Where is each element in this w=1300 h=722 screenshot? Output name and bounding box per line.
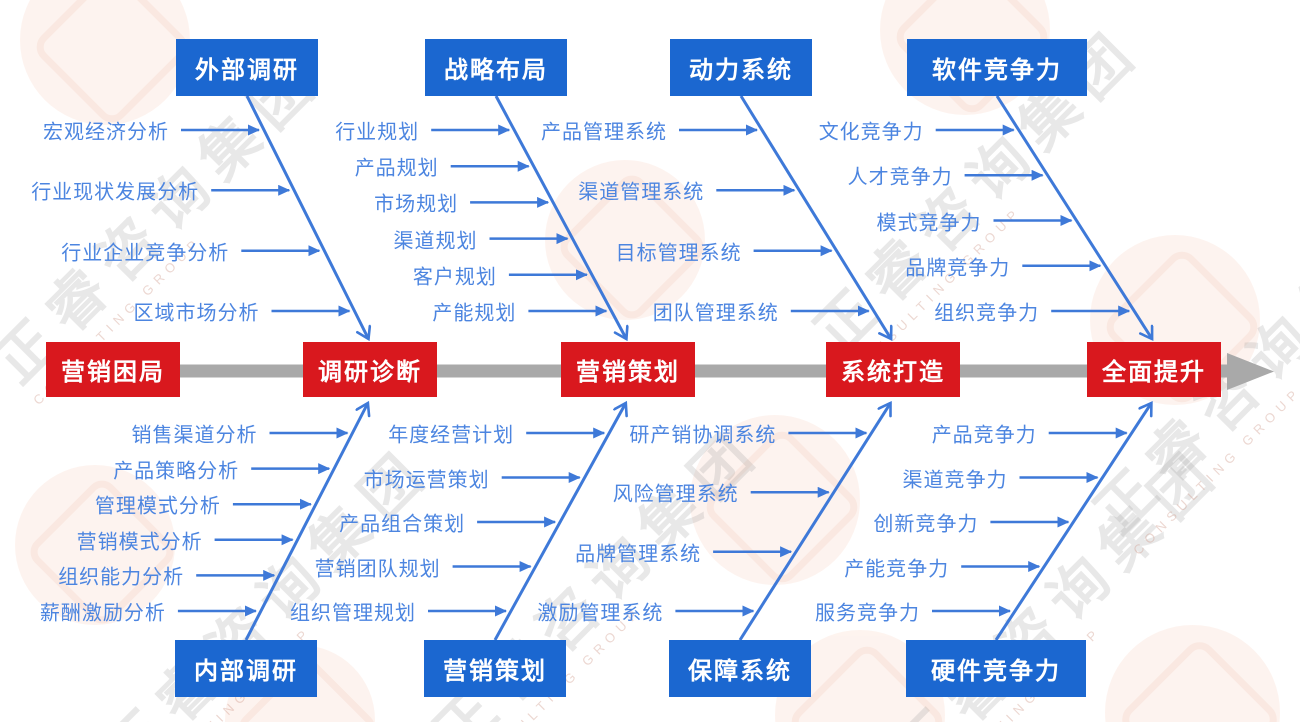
spine-stage-2: 营销策划 — [561, 342, 695, 397]
leaf-label: 产品竞争力 — [931, 424, 1037, 447]
leaf-label: 创新竞争力 — [873, 513, 979, 536]
leaf-label: 产品规划 — [354, 157, 439, 180]
leaf-label: 宏观经济分析 — [43, 121, 169, 144]
leaf-label: 人才竞争力 — [847, 166, 953, 189]
leaf-label: 年度经营计划 — [388, 424, 515, 447]
top-branch-box-3: 软件竞争力 — [907, 39, 1087, 96]
leaf-label: 产品管理系统 — [541, 121, 667, 144]
leaf-label: 风险管理系统 — [612, 483, 739, 506]
leaf-label: 区域市场分析 — [133, 302, 260, 325]
spine-stage-3: 系统打造 — [826, 342, 960, 397]
leaf-label: 销售渠道分析 — [131, 424, 258, 447]
leaf-label: 组织能力分析 — [58, 566, 185, 589]
leaf-label: 薪酬激励分析 — [39, 602, 166, 625]
leaf-label: 营销团队规划 — [314, 558, 441, 580]
leaf-label: 品牌竞争力 — [905, 257, 1011, 280]
bottom-branch-box-0: 内部调研 — [175, 640, 317, 697]
bottom-branch-box-1: 营销策划 — [424, 640, 566, 697]
bottom-diagonal-3 — [994, 403, 1151, 641]
leaf-label: 产能规划 — [432, 302, 517, 325]
leaf-label: 产品策略分析 — [113, 460, 240, 483]
leaf-label: 模式竞争力 — [876, 212, 982, 234]
leaf-label: 行业规划 — [335, 121, 420, 144]
leaf-label: 渠道管理系统 — [578, 181, 705, 204]
leaf-label: 组织竞争力 — [934, 302, 1040, 325]
leaf-label: 管理模式分析 — [94, 495, 221, 518]
leaf-label: 产品组合策划 — [339, 513, 466, 536]
bottom-diagonal-0 — [244, 403, 368, 641]
bottom-diagonal-1 — [493, 403, 626, 641]
top-branch-box-0: 外部调研 — [176, 39, 318, 96]
leaf-label: 营销模式分析 — [76, 531, 203, 554]
leaf-label: 目标管理系统 — [615, 242, 742, 265]
leaf-label: 行业企业竞争分析 — [61, 242, 230, 265]
spine-arrowhead — [1227, 353, 1274, 390]
spine-stage-4: 全面提升 — [1087, 342, 1221, 397]
leaf-label: 品牌管理系统 — [575, 543, 702, 566]
top-diagonal-0 — [245, 95, 369, 339]
leaf-label: 渠道规划 — [393, 230, 478, 253]
leaf-label: 研产销协调系统 — [629, 424, 777, 447]
leaf-label: 团队管理系统 — [652, 302, 779, 325]
bottom-branch-box-2: 保障系统 — [669, 640, 811, 697]
leaf-label: 市场规划 — [374, 193, 459, 216]
leaf-label: 激励管理系统 — [537, 602, 664, 625]
leaf-label: 产能竞争力 — [844, 558, 950, 580]
top-branch-box-2: 动力系统 — [670, 39, 812, 96]
leaf-label: 组织管理规划 — [290, 602, 416, 625]
spine-stage-0: 营销困局 — [46, 342, 180, 397]
leaf-label: 服务竞争力 — [815, 602, 920, 625]
top-branch-box-1: 战略布局 — [425, 39, 567, 96]
leaf-label: 客户规划 — [412, 266, 497, 289]
leaf-label: 市场运营策划 — [363, 469, 490, 491]
spine-stage-1: 调研诊断 — [303, 342, 437, 397]
leaf-label: 行业现状发展分析 — [31, 181, 200, 204]
leaf-label: 文化竞争力 — [818, 121, 924, 144]
bottom-branch-box-3: 硬件竞争力 — [906, 640, 1086, 697]
top-diagonal-2 — [739, 95, 891, 339]
leaf-label: 渠道竞争力 — [902, 469, 1008, 491]
